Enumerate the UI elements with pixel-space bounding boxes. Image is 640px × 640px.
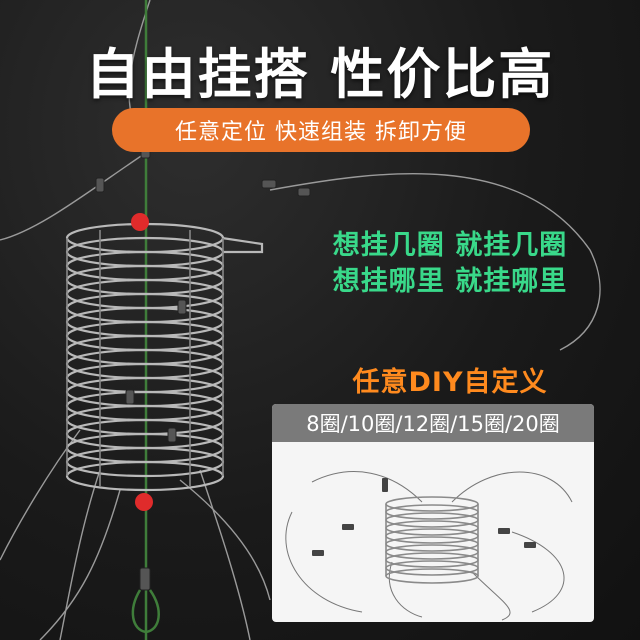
swivel bbox=[261, 179, 277, 189]
fishing-line bbox=[199, 469, 251, 640]
diy-title: 任意DIY自定义 bbox=[352, 367, 548, 398]
fishing-line bbox=[179, 479, 271, 601]
fishing-line bbox=[269, 172, 601, 351]
swivel bbox=[297, 187, 311, 197]
swivel bbox=[177, 299, 187, 315]
features-pill: 任意定位 快速组装 拆卸方便 bbox=[112, 108, 530, 152]
fishing-line bbox=[39, 489, 121, 640]
ring-options: 8圈/10圈/12圈/15圈/20圈 bbox=[272, 404, 594, 442]
slogan-line-2: 想挂哪里 就挂哪里 bbox=[332, 266, 568, 297]
swivel bbox=[139, 567, 151, 591]
red-bead bbox=[131, 213, 149, 231]
small-swivel bbox=[524, 542, 536, 548]
wire-cage bbox=[65, 222, 264, 492]
fishing-line bbox=[59, 469, 101, 640]
slogan-line-1: 想挂几圈 就挂几圈 bbox=[332, 230, 568, 261]
swivel bbox=[125, 389, 135, 405]
small-swivel bbox=[312, 550, 324, 556]
small-swivel bbox=[498, 528, 510, 534]
slogan: 想挂几圈 就挂几圈 想挂哪里 就挂哪里 bbox=[300, 228, 600, 300]
small-swivel bbox=[342, 524, 354, 530]
small-swivel bbox=[382, 478, 388, 492]
headline: 自由挂搭 性价比高 bbox=[85, 43, 555, 106]
red-bead bbox=[135, 493, 153, 511]
features-text: 任意定位 快速组装 拆卸方便 bbox=[175, 120, 467, 145]
small-wire-cage bbox=[385, 496, 479, 584]
diy-panel: 8圈/10圈/12圈/15圈/20圈 bbox=[272, 404, 594, 622]
fishing-line bbox=[0, 149, 151, 241]
swivel bbox=[95, 177, 105, 193]
small-cage-illustration bbox=[285, 471, 573, 621]
swivel bbox=[167, 427, 177, 443]
green-loop bbox=[131, 589, 160, 634]
